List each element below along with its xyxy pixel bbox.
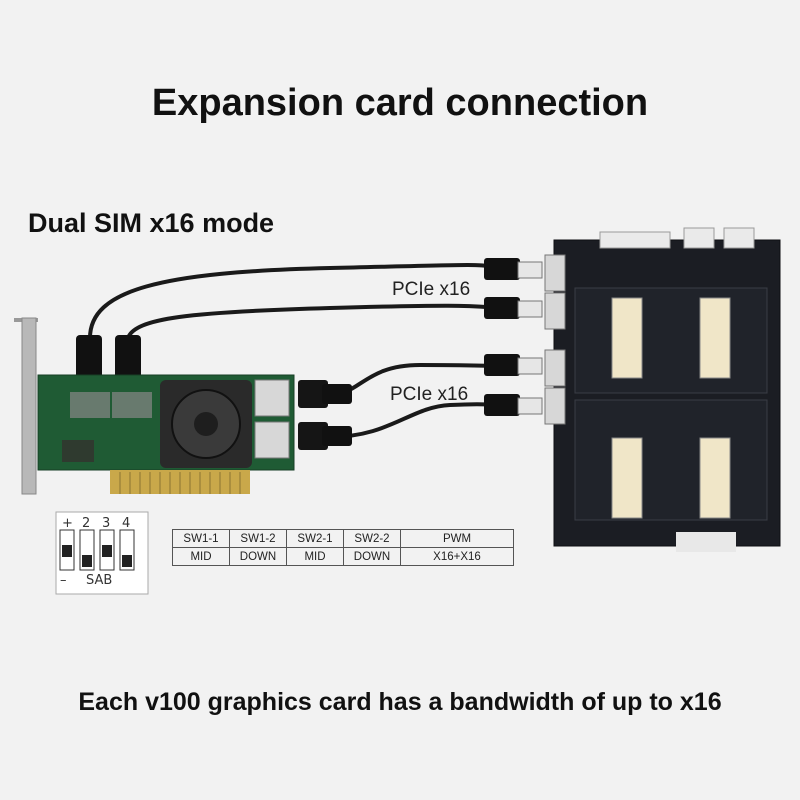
- header-sw1-2: SW1-2: [229, 529, 287, 548]
- dip-label-2: 2: [82, 516, 90, 531]
- cable-1: [88, 263, 502, 340]
- cable-2: [126, 303, 502, 340]
- cable-4: [328, 402, 502, 439]
- dip-label-minus: –: [60, 573, 67, 588]
- backplane-cable-plugs: [484, 258, 543, 416]
- table-value-row: MID DOWN MID DOWN X16+X16: [172, 547, 514, 566]
- header-sw2-2: SW2-2: [343, 529, 401, 548]
- value-sw1-1: MID: [172, 547, 230, 566]
- host-cable-plugs: [76, 335, 352, 450]
- footer-caption: Each v100 graphics card has a bandwidth …: [78, 688, 722, 716]
- pcie-label-top: PCIe x16: [392, 279, 471, 300]
- backplane-board: [544, 227, 781, 552]
- dip-label-sab: SAB: [86, 573, 112, 588]
- mode-label: Dual SIM x16 mode: [28, 208, 275, 238]
- pcie-label-bottom: PCIe x16: [390, 384, 469, 405]
- host-adapter-card: [37, 374, 295, 494]
- page-title: Expansion card connection: [151, 82, 649, 124]
- table-header-row: SW1-1 SW1-2 SW2-1 SW2-2 PWM: [172, 529, 514, 548]
- value-pwm: X16+X16: [400, 547, 514, 566]
- value-sw2-2: DOWN: [343, 547, 401, 566]
- dip-label-1: +: [62, 516, 73, 531]
- header-pwm: PWM: [400, 529, 514, 548]
- header-sw1-1: SW1-1: [172, 529, 230, 548]
- switch-settings-table: SW1-1 SW1-2 SW2-1 SW2-2 PWM MID DOWN MID…: [172, 529, 514, 566]
- dip-label-3: 3: [102, 516, 110, 531]
- dip-switch-diagram: + 2 3 4 – SAB: [55, 511, 149, 595]
- value-sw1-2: DOWN: [229, 547, 287, 566]
- dip-label-4: 4: [122, 516, 130, 531]
- pcie-bracket: [14, 317, 38, 495]
- value-sw2-1: MID: [286, 547, 344, 566]
- header-sw2-1: SW2-1: [286, 529, 344, 548]
